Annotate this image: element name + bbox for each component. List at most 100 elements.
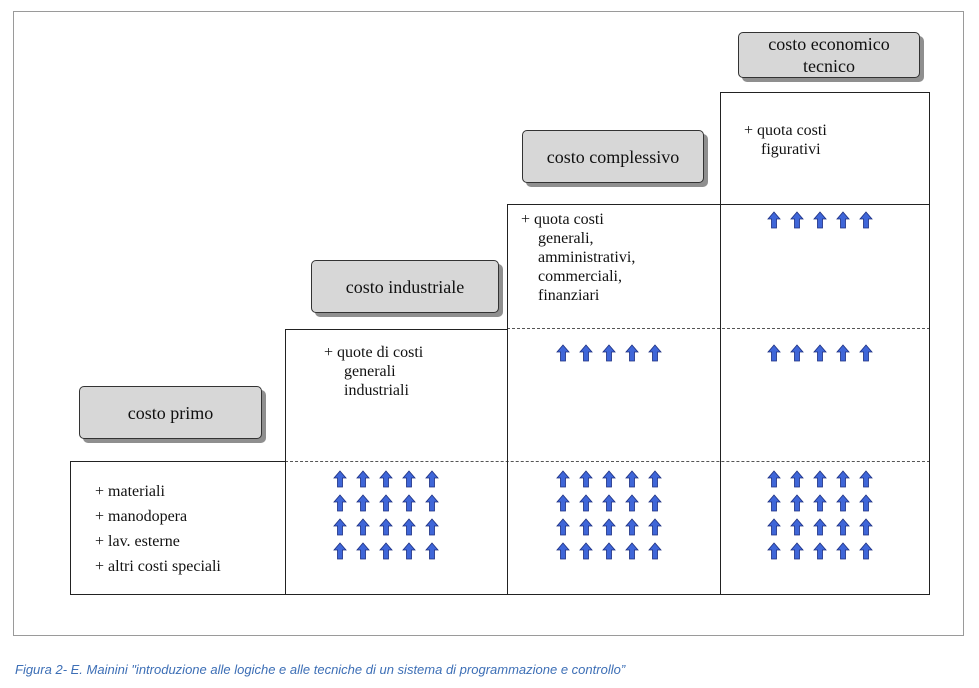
label-costo-industriale-text: costo industriale: [345, 276, 465, 297]
label-costo-primo-text: costo primo: [127, 402, 214, 423]
top-line-col1: [70, 461, 286, 462]
up-arrow-icon: [556, 542, 570, 560]
up-arrow-icon: [790, 494, 804, 512]
label-costo-economico-tecnico: costo economico tecnico: [738, 32, 920, 78]
label-costo-industriale: costo industriale: [311, 260, 499, 313]
col3-line: + quota costi: [521, 211, 604, 228]
up-arrow-icon: [767, 344, 781, 362]
up-arrow-icon: [859, 494, 873, 512]
up-arrow-icon: [836, 470, 850, 488]
top-line-col3: [507, 204, 721, 205]
up-arrow-icon: [836, 211, 850, 229]
up-arrow-icon: [836, 518, 850, 536]
up-arrow-icon: [767, 518, 781, 536]
up-arrow-icon: [579, 518, 593, 536]
up-arrow-icon: [625, 518, 639, 536]
divider-line-col4: [720, 204, 930, 205]
up-arrow-icon: [333, 494, 347, 512]
up-arrow-icon: [790, 470, 804, 488]
up-arrow-icon: [859, 518, 873, 536]
up-arrow-icon: [356, 518, 370, 536]
up-arrow-icon: [356, 542, 370, 560]
up-arrow-icon: [556, 494, 570, 512]
up-arrow-icon: [556, 470, 570, 488]
up-arrow-icon: [379, 542, 393, 560]
col2-line: + quote di costi: [324, 344, 424, 361]
up-arrow-icon: [333, 470, 347, 488]
arrows-col4-row1: [767, 211, 873, 229]
label-economico-line2: tecnico: [803, 56, 855, 76]
up-arrow-icon: [648, 494, 662, 512]
col4-line: figurativi: [761, 141, 821, 158]
col2-text: + quote di costi generali industriali: [324, 343, 423, 400]
up-arrow-icon: [356, 470, 370, 488]
up-arrow-icon: [813, 518, 827, 536]
up-arrow-icon: [767, 470, 781, 488]
col4-border: [720, 92, 721, 595]
bottom-line: [70, 594, 930, 595]
up-arrow-icon: [625, 344, 639, 362]
up-arrow-icon: [767, 542, 781, 560]
col3-text: + quota costi generali, amministrativi, …: [521, 210, 635, 305]
up-arrow-icon: [790, 518, 804, 536]
up-arrow-icon: [859, 542, 873, 560]
col1-item: + altri costi speciali: [95, 558, 221, 575]
arrows-col2-row3: [333, 470, 439, 560]
up-arrow-icon: [767, 211, 781, 229]
up-arrow-icon: [836, 344, 850, 362]
col4-line: + quota costi: [744, 122, 827, 139]
up-arrow-icon: [602, 542, 616, 560]
label-costo-primo: costo primo: [79, 386, 262, 439]
up-arrow-icon: [579, 542, 593, 560]
up-arrow-icon: [859, 344, 873, 362]
up-arrow-icon: [813, 211, 827, 229]
up-arrow-icon: [790, 211, 804, 229]
up-arrow-icon: [425, 494, 439, 512]
up-arrow-icon: [379, 518, 393, 536]
up-arrow-icon: [425, 470, 439, 488]
up-arrow-icon: [333, 542, 347, 560]
up-arrow-icon: [379, 494, 393, 512]
col1-item: + manodopera: [95, 508, 188, 525]
up-arrow-icon: [625, 494, 639, 512]
up-arrow-icon: [402, 470, 416, 488]
col3-border: [507, 204, 508, 595]
up-arrow-icon: [836, 542, 850, 560]
up-arrow-icon: [579, 470, 593, 488]
dashed-line-row3: [285, 461, 930, 462]
up-arrow-icon: [859, 470, 873, 488]
up-arrow-icon: [648, 470, 662, 488]
diagram-frame: [13, 11, 964, 636]
up-arrow-icon: [625, 542, 639, 560]
top-line-col4: [720, 92, 930, 93]
up-arrow-icon: [402, 518, 416, 536]
up-arrow-icon: [813, 344, 827, 362]
up-arrow-icon: [625, 470, 639, 488]
col3-line: commerciali,: [538, 268, 622, 285]
col1-item: + lav. esterne: [95, 533, 180, 550]
label-economico-line1: costo economico: [768, 34, 890, 54]
col2-line: generali: [344, 363, 396, 380]
col2-line: industriali: [344, 382, 409, 399]
up-arrow-icon: [402, 494, 416, 512]
up-arrow-icon: [579, 344, 593, 362]
up-arrow-icon: [648, 518, 662, 536]
up-arrow-icon: [425, 542, 439, 560]
up-arrow-icon: [813, 470, 827, 488]
up-arrow-icon: [648, 344, 662, 362]
up-arrow-icon: [790, 542, 804, 560]
up-arrow-icon: [859, 211, 873, 229]
up-arrow-icon: [767, 494, 781, 512]
up-arrow-icon: [836, 494, 850, 512]
arrows-col3-row2: [556, 344, 662, 362]
col2-border: [285, 329, 286, 595]
label-costo-complessivo-text: costo complessivo: [546, 146, 680, 167]
up-arrow-icon: [333, 518, 347, 536]
col1-item: + materiali: [95, 483, 165, 500]
col3-line: amministrativi,: [538, 249, 636, 266]
col3-line: finanziari: [538, 287, 600, 304]
arrows-col3-row3: [556, 470, 662, 560]
up-arrow-icon: [356, 494, 370, 512]
dashed-line-row2: [507, 328, 930, 329]
up-arrow-icon: [602, 344, 616, 362]
